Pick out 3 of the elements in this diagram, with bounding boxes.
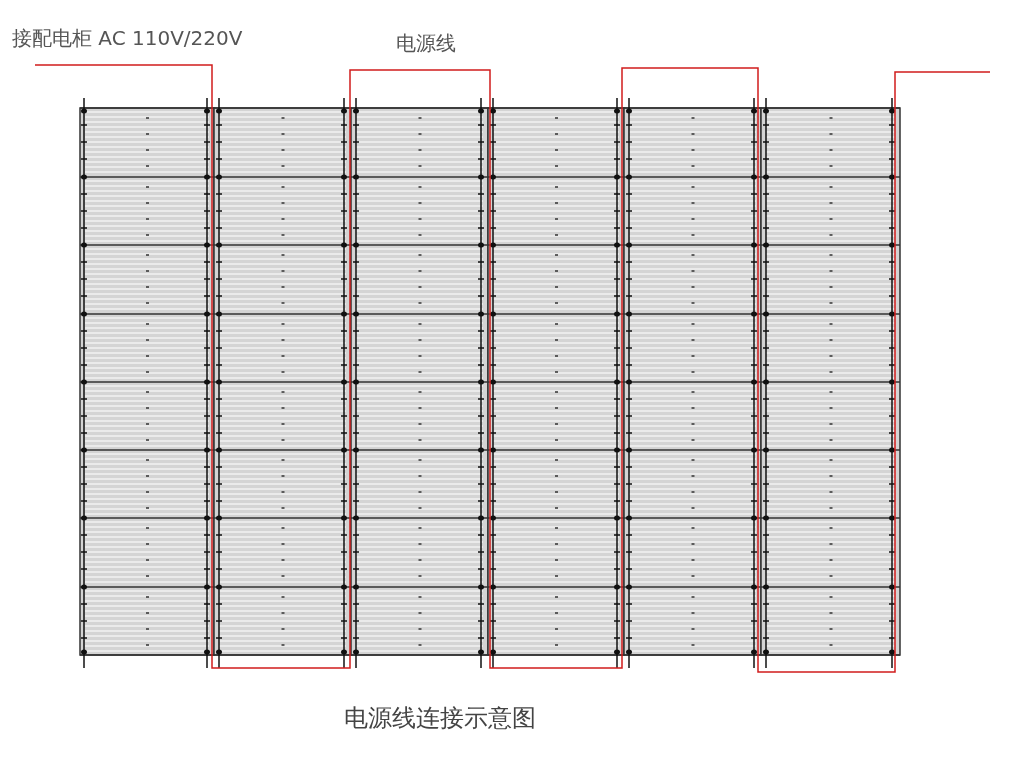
cable-label: 接配电柜 AC 110V/220V [12,28,243,48]
caption: 电源线连接示意图 [344,706,536,730]
cable-label: 电源线 [396,33,456,53]
